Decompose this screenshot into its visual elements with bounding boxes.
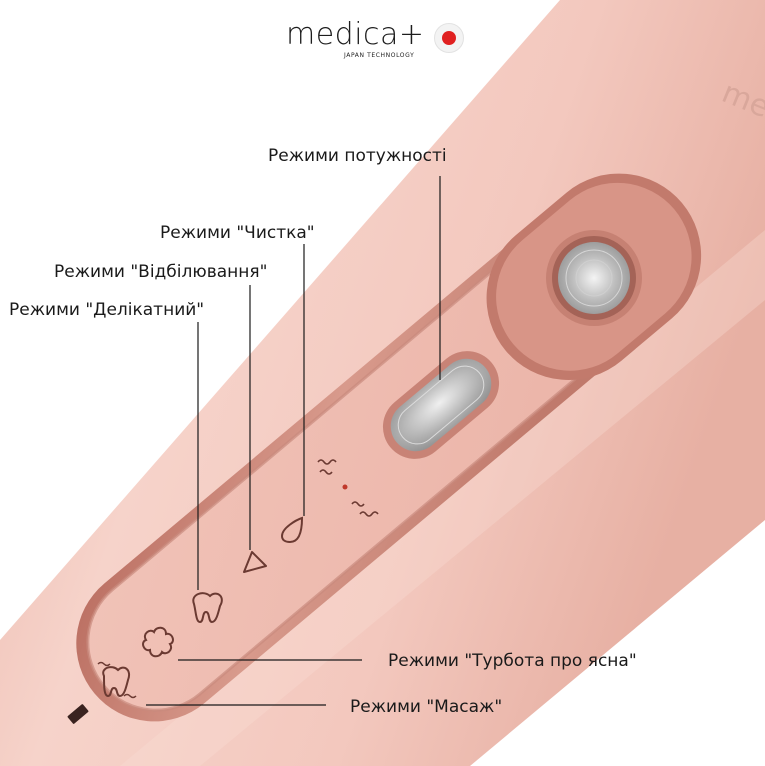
brand-tagline: JAPAN TECHNOLOGY [344,52,415,59]
power-button-icon [546,230,642,326]
callout-whitening-mode: Режими "Відбілювання" [54,262,268,282]
gentle-tooth-icon [192,592,223,624]
gum-care-flower-icon [142,626,174,658]
intensity-button-icon [382,351,500,459]
callout-leaders [146,176,441,706]
brand-logo: medica+ JAPAN TECHNOLOGY [286,14,486,64]
intensity-waves-icon [317,459,379,517]
massage-tooth-icon [97,661,137,699]
brand-red-dot-icon [434,23,464,53]
whitening-icon [243,551,267,573]
callout-clean-mode: Режими "Чистка" [160,223,315,243]
callout-gum-care-mode: Режими "Турбота про ясна" [388,651,637,671]
red-dot [442,31,456,45]
brand-name: medica+ [286,17,425,52]
clean-drop-icon [280,516,304,544]
battery-icon [67,704,89,724]
callout-gentle-mode: Режими "Делікатний" [9,300,205,320]
callout-massage-mode: Режими "Масаж" [350,697,503,717]
callout-power-modes: Режими потужності [268,146,447,166]
